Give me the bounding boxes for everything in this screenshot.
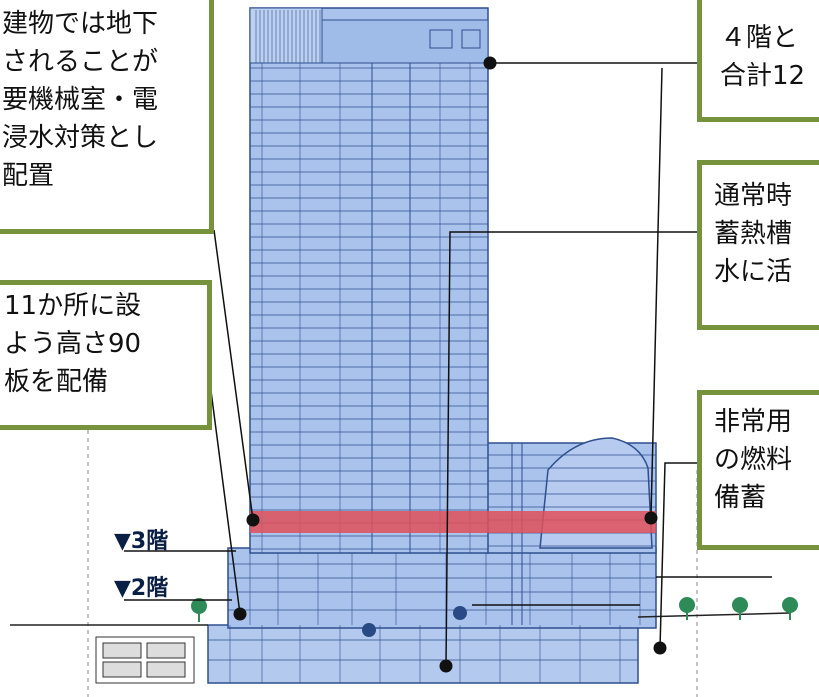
tree-icon [679, 597, 695, 620]
leader-line-mid-right [445, 231, 697, 667]
callout-line: 配置 [2, 161, 55, 191]
rooftop-door [461, 29, 481, 49]
rooftop-penthouse [321, 19, 489, 64]
leader-line-top-left [213, 229, 254, 521]
rooftop-screen [249, 7, 323, 64]
facade-mullions [229, 63, 641, 683]
callout-line: 要機械室・電 [2, 85, 159, 115]
callout-line: されることが [2, 47, 159, 77]
callout-floor4-generators: ４階と 合計12 [697, 0, 819, 122]
callout-thermal-storage: 通常時 蓄熱槽 水に活 [697, 160, 819, 330]
rooftop-screen-slats [255, 10, 321, 63]
ground-line [637, 612, 791, 618]
basement-car [146, 642, 186, 659]
callout-line: ４階と [720, 23, 799, 53]
callout-line: 合計12 [720, 61, 806, 91]
callout-line: 水に活 [714, 257, 793, 287]
leader-dot [653, 641, 667, 655]
podium-lower [227, 547, 657, 629]
callout-line: 蓄熱槽 [714, 219, 793, 249]
callout-line: 11か所に設 [4, 291, 142, 321]
leader-dot [483, 56, 497, 70]
callout-line: の燃料 [714, 445, 793, 475]
callout-line: よう高さ90 [4, 329, 142, 359]
tree-icon [782, 597, 798, 620]
callout-line: 浸水対策とし [2, 123, 159, 153]
callout-emergency-fuel: 非常用 の燃料 備蓄 [697, 390, 819, 550]
basement-car [102, 642, 142, 659]
tank-dot [362, 623, 376, 637]
callout-line: 建物では地下 [2, 9, 159, 39]
leader-dot [233, 607, 247, 621]
callout-line: 板を配備 [4, 367, 109, 397]
tree-icon [191, 598, 207, 622]
leader-dot [439, 659, 453, 673]
floor2-label: ▼2階 [114, 576, 169, 601]
leader-line-top-right-drop [650, 67, 663, 517]
callout-line: 通常時 [714, 181, 793, 211]
callout-line: 非常用 [714, 407, 793, 437]
basement-mass [207, 624, 639, 684]
highlight-floor-band [250, 511, 656, 533]
rooftop-door [429, 29, 453, 49]
leader-line-mid-left [206, 359, 241, 615]
leader-dot [246, 513, 260, 527]
leader-line-lower-right [659, 462, 697, 649]
basement-car [102, 661, 142, 678]
callout-basement-equipment: 建物では地下 されることが 要機械室・電 浸水対策とし 配置 [0, 0, 214, 234]
tree-icon [732, 597, 748, 620]
leader-dot [644, 511, 658, 525]
callout-line: 備蓄 [714, 483, 767, 513]
basement-car [146, 661, 186, 678]
floor3-label: ▼3階 [114, 529, 169, 554]
callout-flood-barriers: 11か所に設 よう高さ90 板を配備 [0, 280, 212, 430]
tank-dot [453, 606, 467, 620]
